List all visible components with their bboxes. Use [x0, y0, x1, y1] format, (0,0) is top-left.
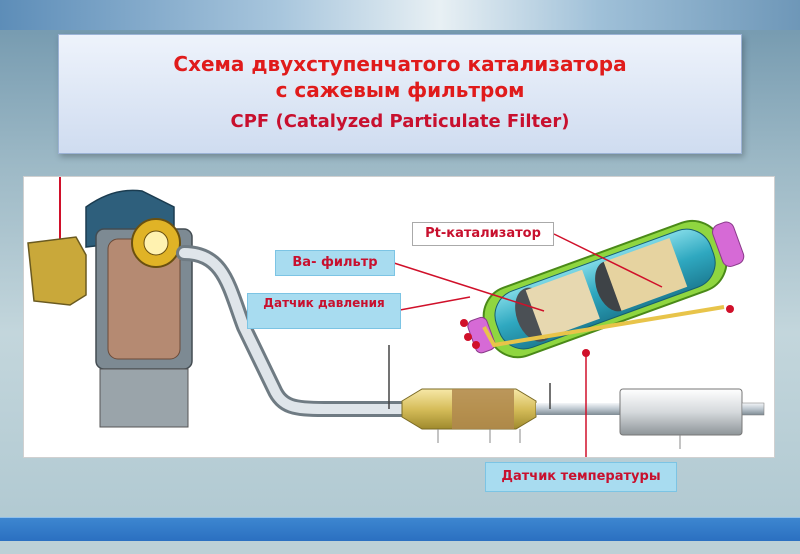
cpf-sensor-line — [482, 305, 725, 348]
muffler — [619, 388, 765, 436]
callout-pt-catalyst: Pt-катализатор — [412, 222, 554, 246]
exhaust-pipe-front — [176, 245, 417, 417]
footer-blue-stripe — [0, 517, 800, 542]
callout-temperature-sensor: Датчик температуры — [485, 462, 677, 492]
title-box: Схема двухступенчатого катализатора с са… — [58, 34, 742, 154]
callout-leader-lines — [393, 233, 663, 457]
exhaust-pipe-mid — [536, 403, 622, 415]
exhaust-system-diagram — [23, 176, 775, 458]
callout-ba-filter: Ba- фильтр — [275, 250, 395, 276]
engine — [27, 189, 193, 428]
title-subtitle: CPF (Catalyzed Particulate Filter) — [230, 111, 570, 132]
header-sky-band — [0, 0, 800, 30]
callout-pressure-sensor: Датчик давления — [247, 293, 401, 329]
inline-catalytic-converter — [401, 388, 537, 430]
title-line-1: Схема двухступенчатого катализатора — [173, 52, 627, 76]
footer-band — [0, 541, 800, 554]
title-line-2: с сажевым фильтром — [275, 78, 525, 102]
